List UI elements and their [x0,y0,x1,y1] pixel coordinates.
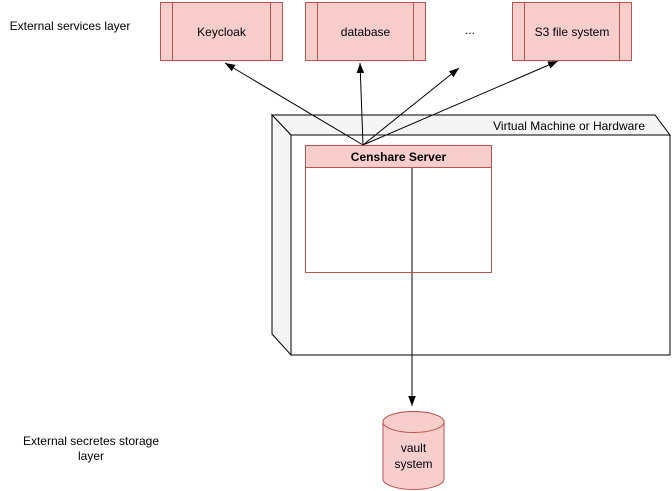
vault-cylinder[interactable] [382,411,445,490]
vm-cube[interactable] [270,113,671,357]
process-bar-left [172,3,173,60]
service-label-keycloak: Keycloak [197,24,246,39]
vault-label: vault system [394,441,433,471]
external-services-layer-label: External services layer [9,19,131,33]
service-node-database[interactable]: database [305,2,426,61]
process-bar-right [270,3,271,60]
service-node-keycloak[interactable]: Keycloak [160,2,283,61]
process-bar-right [413,3,414,60]
process-bar-left [317,3,318,60]
service-label-s3: S3 file system [534,24,610,39]
connector-server-to-ellipsis [362,67,460,146]
connector-server-to-database [356,62,365,146]
ellipsis-label: ... [464,23,475,37]
vm-cube-left-face [271,113,292,357]
service-label-database: database [340,24,391,39]
censhare-server-label: Censhare Server [350,149,447,164]
process-bar-left [524,3,525,60]
connector-server-to-s3 [362,60,559,146]
censhare-server-body [305,168,492,273]
connector-server-to-keycloak [224,62,364,146]
vault-cylinder-top [382,411,445,433]
censhare-server-node[interactable]: Censhare Server [305,145,492,168]
vm-cube-front-face [290,134,671,356]
service-node-s3[interactable]: S3 file system [512,2,632,61]
process-bar-right [619,3,620,60]
connector-group [224,60,559,406]
vm-label: Virtual Machine or Hardware [493,119,645,133]
secrets-storage-layer-label: External secretes storage layer [22,434,160,463]
